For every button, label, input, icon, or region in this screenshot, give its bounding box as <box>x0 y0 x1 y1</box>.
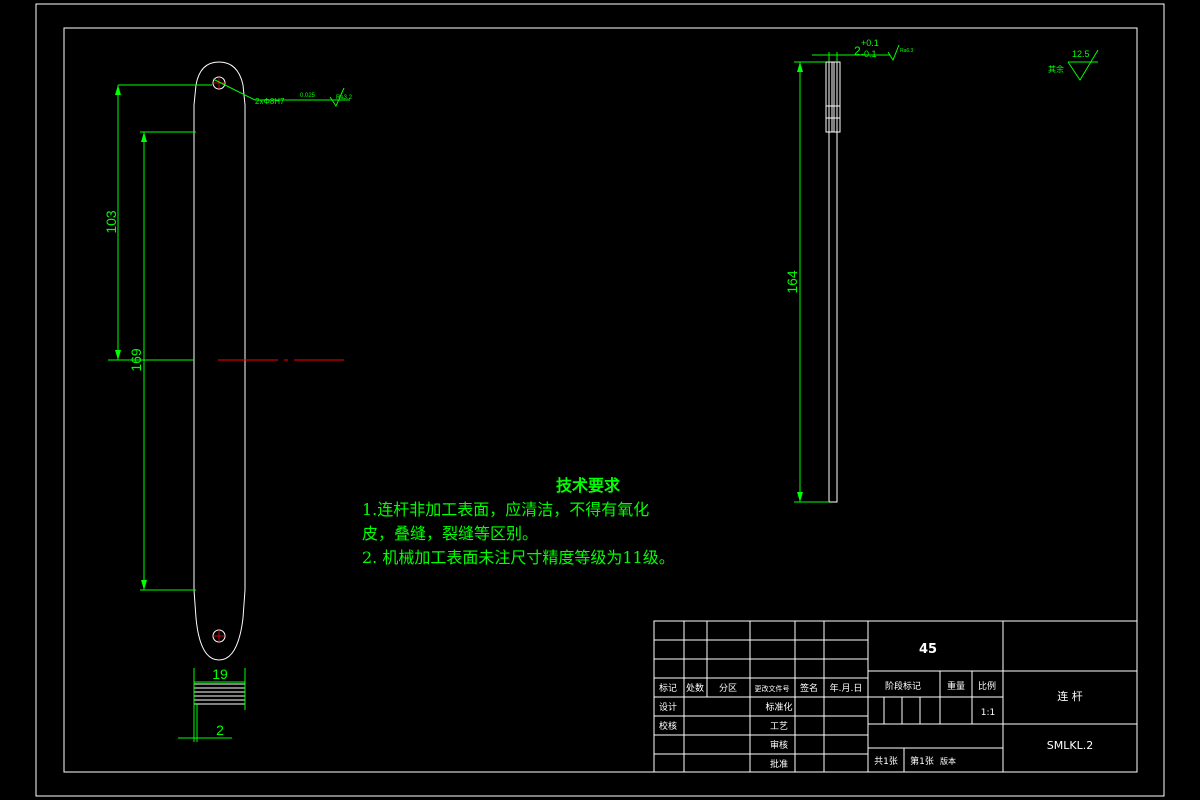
side-roughness: Ra6.3 <box>900 48 914 54</box>
sheets-total: 共1张 <box>874 756 898 767</box>
tech-requirements: 技术要求 1.连杆非加工表面，应清洁，不得有氧化 皮，叠缝，裂缝等区别。 2. … <box>362 474 675 570</box>
side-view <box>794 44 900 503</box>
tech-requirement-line-2: 皮，叠缝，裂缝等区别。 <box>362 524 539 543</box>
dim-19: 19 <box>212 666 228 682</box>
corner-roughness-label: 其余 <box>1048 64 1064 74</box>
header-zone: 分区 <box>719 683 737 694</box>
rod-outline <box>193 61 246 661</box>
dim-2: 2 <box>216 722 224 738</box>
ratio: 比例 <box>978 680 996 692</box>
label-approve: 批准 <box>770 758 788 770</box>
tech-requirement-line-1: 1.连杆非加工表面，应清洁，不得有氧化 <box>362 500 650 519</box>
label-review: 审核 <box>770 739 788 751</box>
dim-169: 169 <box>128 348 144 372</box>
tolerance-note: 0.025 <box>300 93 316 99</box>
weight: 重量 <box>947 680 965 692</box>
scale: 1:1 <box>981 708 995 718</box>
material: 45 <box>919 642 937 657</box>
title-block <box>653 620 1138 773</box>
part-name: 连 杆 <box>1057 689 1083 703</box>
hole-roughness: Ra3.2 <box>336 95 353 101</box>
tol-lower: -0.1 <box>861 49 877 59</box>
side-width-dim: 2 <box>854 44 861 58</box>
inner-frame <box>63 27 1138 773</box>
header-mark: 标记 <box>659 682 677 694</box>
sheet-no: 第1张 <box>910 755 934 767</box>
corner-roughness <box>1067 49 1099 81</box>
hole-note: 2xΦ8H7 <box>255 97 285 106</box>
tech-requirement-line-3: 2. 机械加工表面未注尺寸精度等级为11级。 <box>362 548 675 567</box>
tol-upper: +0.1 <box>861 38 879 48</box>
label-standardize: 标准化 <box>765 701 792 713</box>
label-process: 工艺 <box>770 721 788 732</box>
header-change-doc: 更改文件号 <box>755 684 790 693</box>
dim-103: 103 <box>103 210 119 234</box>
stage-mark: 阶段标记 <box>885 680 921 692</box>
outer-frame <box>35 3 1165 797</box>
side-profile <box>828 61 838 503</box>
corner-roughness-value: 12.5 <box>1072 49 1090 59</box>
row-check: 校核 <box>659 720 677 732</box>
dim-164: 164 <box>784 270 800 294</box>
header-count: 处数 <box>686 682 704 694</box>
drawing-no: SMLKL.2 <box>1047 739 1093 752</box>
header-date: 年.月.日 <box>830 682 863 694</box>
version: 版本 <box>940 756 956 766</box>
row-design: 设计 <box>659 701 677 713</box>
header-sign: 签名 <box>800 682 818 694</box>
front-view <box>108 61 350 742</box>
tech-requirements-title: 技术要求 <box>556 476 621 495</box>
